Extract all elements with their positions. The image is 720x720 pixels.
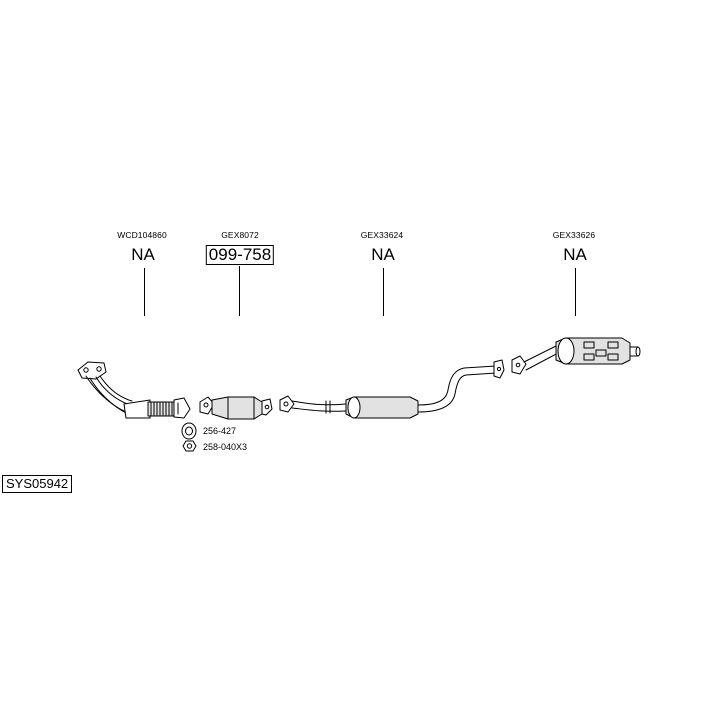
accessory-code-gasket[interactable]: 256-427	[203, 426, 237, 436]
part-ref-rear-silencer: GEX33626	[552, 230, 596, 240]
leader-line-middle-pipe	[383, 268, 384, 316]
part-ref-front-pipe: WCD104860	[117, 230, 167, 240]
middle-pipe-drawing[interactable]	[279, 359, 505, 419]
gasket-ring-icon	[181, 422, 197, 440]
hex-nut-icon	[182, 440, 197, 452]
part-number-middle-pipe[interactable]: NA	[371, 245, 395, 264]
leader-line-front-pipe	[144, 268, 145, 316]
part-ref-catalytic-converter: GEX8072	[221, 230, 259, 240]
leader-line-rear-silencer	[575, 268, 576, 316]
accessory-code-nut[interactable]: 258-040X3	[203, 442, 248, 452]
part-number-rear-silencer[interactable]: NA	[563, 245, 587, 264]
front-pipe-drawing[interactable]	[77, 361, 191, 419]
leader-line-catalytic-converter	[239, 266, 240, 316]
rear-silencer-drawing[interactable]	[511, 337, 641, 375]
system-id-label: SYS05942	[2, 475, 73, 493]
catalytic-converter-drawing[interactable]	[199, 396, 273, 420]
part-number-front-pipe[interactable]: NA	[131, 245, 155, 264]
part-ref-middle-pipe: GEX33624	[360, 230, 404, 240]
part-number-catalytic-converter[interactable]: 099-758	[205, 245, 275, 265]
